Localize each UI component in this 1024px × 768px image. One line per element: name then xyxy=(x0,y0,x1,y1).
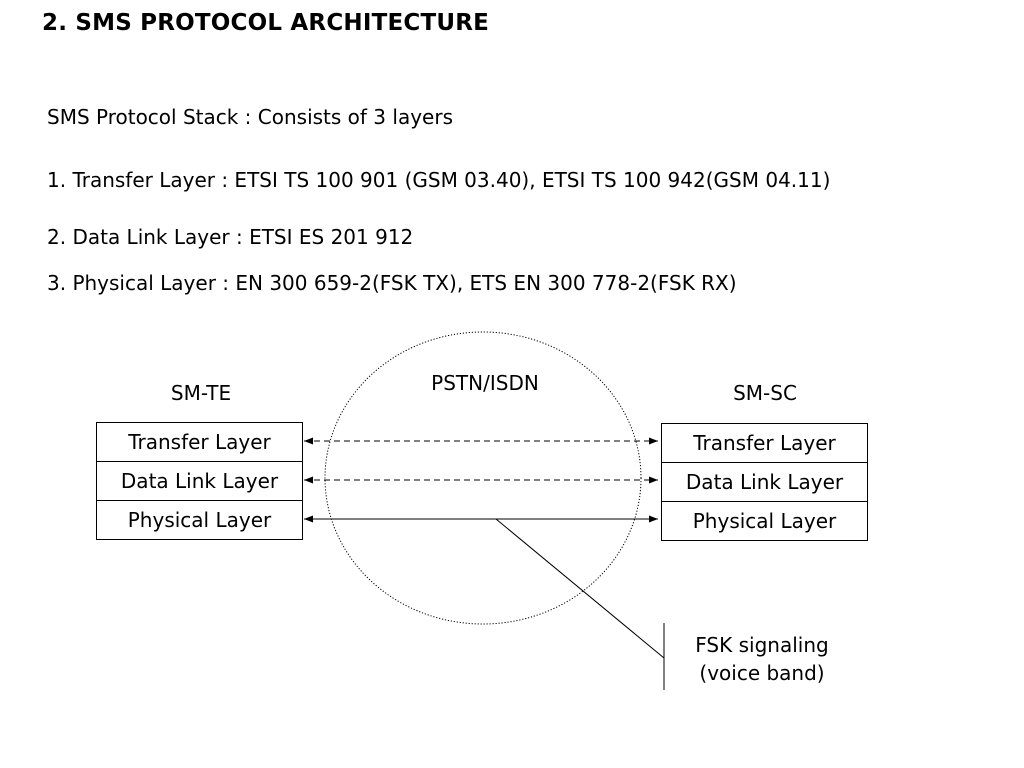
te-physical-layer: Physical Layer xyxy=(127,508,272,532)
sc-physical-layer: Physical Layer xyxy=(692,509,837,533)
fsk-label-line2: (voice band) xyxy=(699,661,825,685)
layer-item-physical: 3. Physical Layer : EN 300 659-2(FSK TX)… xyxy=(47,271,737,295)
sm-te-stack: Transfer Layer Data Link Layer Physical … xyxy=(96,422,303,540)
sc-transfer-layer: Transfer Layer xyxy=(662,424,867,463)
sc-data-link-layer: Data Link Layer xyxy=(662,463,867,502)
layer-item-data-link: 2. Data Link Layer : ETSI ES 201 912 xyxy=(47,225,414,249)
te-data-link-layer: Data Link Layer xyxy=(97,462,302,501)
page-title: 2. SMS PROTOCOL ARCHITECTURE xyxy=(42,10,490,36)
sm-sc-stack: Transfer Layer Data Link Layer Physical … xyxy=(661,423,868,541)
te-transfer-layer: Transfer Layer xyxy=(97,423,302,462)
fsk-label-line1: FSK signaling xyxy=(695,633,829,657)
fsk-signaling-label: FSK signaling (voice band) xyxy=(672,631,852,687)
layer-item-transfer: 1. Transfer Layer : ETSI TS 100 901 (GSM… xyxy=(47,168,831,192)
fsk-pointer-line xyxy=(495,518,665,659)
network-label: PSTN/ISDN xyxy=(431,371,539,395)
sm-te-label: SM-TE xyxy=(170,381,232,405)
intro-text: SMS Protocol Stack : Consists of 3 layer… xyxy=(47,105,453,129)
sm-sc-label: SM-SC xyxy=(733,381,797,405)
